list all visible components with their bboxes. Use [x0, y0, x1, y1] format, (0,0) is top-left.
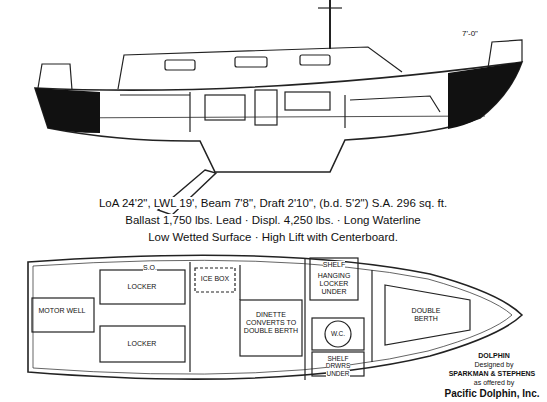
part-label: MOTOR WELL [36, 307, 88, 315]
caption-text: Designed by [444, 361, 544, 369]
part-label: HANGING LOCKER UNDER [318, 272, 351, 295]
part-label: DOUBLE BERTH [404, 307, 448, 323]
part-label: W.C. [327, 330, 349, 337]
dimension-label: 7'-0" [462, 29, 478, 38]
caption-text: DOLPHIN [478, 352, 510, 359]
dimension-label: 7'-0" [450, 30, 490, 39]
caption-text: SPARKMAN & STEPHENS [449, 370, 536, 377]
caption-text: DOLPHIN [444, 352, 544, 360]
caption-text: Designed by [475, 361, 514, 368]
part-label: SHELF [314, 261, 354, 269]
part-label: W.C. [331, 330, 345, 337]
part-label: SHELF [323, 261, 346, 268]
part-label: HANGING LOCKER UNDER [312, 272, 356, 295]
spec-line: Low Wetted Surface · High Lift with Cent… [148, 231, 398, 243]
part-label: DOUBLE BERTH [412, 307, 441, 322]
part-label: DINETTE CONVERTS TO DOUBLE BERTH [244, 311, 298, 334]
part-label: S.O. [135, 264, 165, 272]
caption-text: Pacific Dolphin, Inc. [444, 388, 539, 399]
caption-text: SPARKMAN & STEPHENS [439, 370, 545, 378]
caption-text: Pacific Dolphin, Inc. [439, 388, 545, 399]
part-label: ICE BOX [201, 275, 229, 282]
caption-text: as offered by [444, 379, 544, 387]
part-label: LOCKER [128, 340, 157, 347]
spec-line: Ballast 1,750 lbs. Lead · Displ. 4,250 l… [3, 214, 543, 227]
part-label: LOCKER [112, 340, 172, 348]
part-label: MOTOR WELL [39, 307, 86, 314]
spec-line: Ballast 1,750 lbs. Lead · Displ. 4,250 l… [125, 214, 421, 226]
part-label: SHELF DRWRS UNDER [316, 355, 360, 377]
caption-text: as offered by [474, 379, 514, 386]
part-label: SHELF DRWRS UNDER [326, 355, 350, 377]
part-label: ICE BOX [196, 275, 234, 283]
part-label: DINETTE CONVERTS TO DOUBLE BERTH [243, 311, 299, 334]
spec-line: Low Wetted Surface · High Lift with Cent… [3, 231, 543, 244]
part-label: LOCKER [128, 283, 157, 290]
spec-line: LoA 24'2", LWL 19', Beam 7'8", Draft 2'1… [3, 197, 543, 210]
part-label: S.O. [143, 264, 157, 271]
part-label: LOCKER [112, 283, 172, 291]
spec-line: LoA 24'2", LWL 19', Beam 7'8", Draft 2'1… [99, 197, 447, 209]
